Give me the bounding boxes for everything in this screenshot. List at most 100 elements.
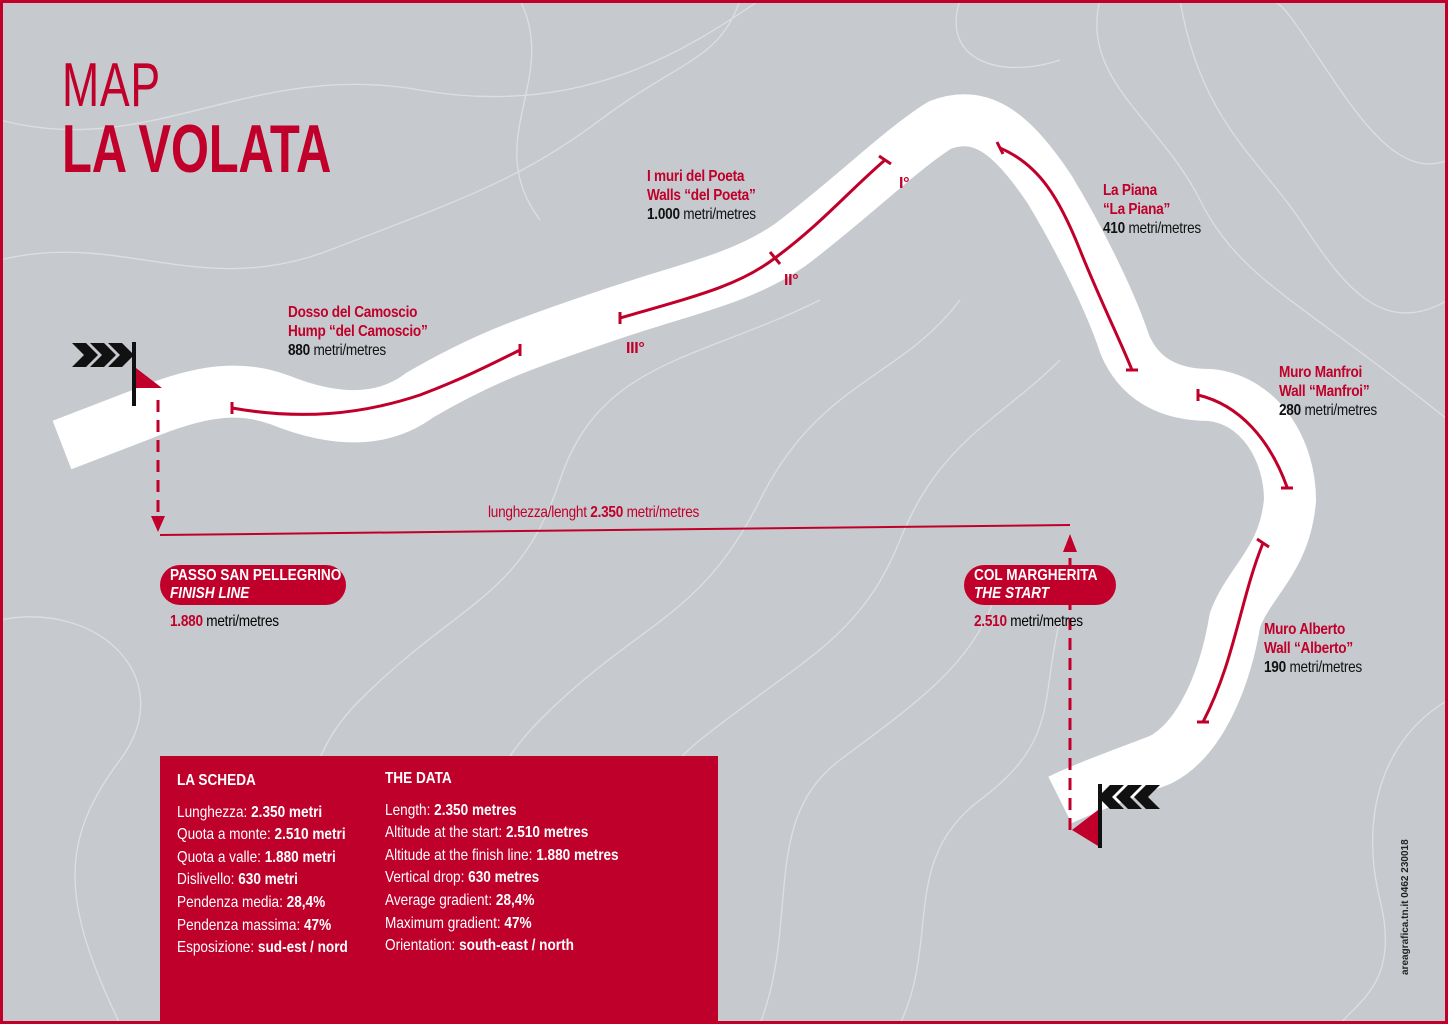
start-badge: COL MARGHERITA THE START [964,565,1116,605]
info-key: Lunghezza: [177,803,252,821]
info-key: Average gradient: [385,891,496,909]
segment-name-en: Wall “Manfroi” [1279,383,1370,400]
info-value: 47% [303,916,332,934]
info-key: Pendenza media: [177,893,287,911]
info-value: 630 metri [238,871,298,889]
info-row: Maximum gradient: 47% [385,913,619,936]
info-key: Vertical drop: [385,869,469,887]
total-length-label: lunghezza/lenght 2.350 metri/metres [488,503,699,522]
credit-text: areagrafica.tn.it 0462 230018 [1400,839,1411,975]
info-key: Maximum gradient: [385,914,505,932]
length-unit: metri/metres [623,504,700,521]
info-value: 2.510 metri [274,826,346,844]
length-label: lunghezza/lenght [488,504,591,521]
segment-markers [230,141,1293,724]
segment-label-dosso: Dosso del Camoscio Hump “del Camoscio” 8… [288,303,428,360]
finish-altitude-value: 1.880 [170,613,203,630]
info-value: sud-est / nord [257,939,348,957]
info-row: Pendenza massima: 47% [177,915,348,938]
finish-flag-icon [72,342,162,406]
segment-length: 1.000 [647,206,680,223]
info-key: Length: [385,801,435,819]
scheda-column: LA SCHEDA Lunghezza: 2.350 metri Quota a… [177,770,348,960]
finish-badge: PASSO SAN PELLEGRINO FINISH LINE [160,565,346,605]
info-key: Quota a valle: [177,848,265,866]
wall-marker-1: I° [899,175,910,192]
segment-name-it: Dosso del Camoscio [288,304,418,321]
info-key: Quota a monte: [177,826,275,844]
segment-name-it: Muro Alberto [1264,621,1346,638]
info-row: Dislivello: 630 metri [177,869,348,892]
segment-name-en: “La Piana” [1103,201,1170,218]
start-altitude-unit: metri/metres [1006,613,1083,630]
length-value: 2.350 [590,504,624,521]
info-value: 47% [504,914,532,932]
info-value: 1.880 metri [264,848,336,866]
segment-length: 190 [1264,659,1286,676]
data-column: THE DATA Length: 2.350 metres Altitude a… [385,768,619,958]
info-value: 28,4% [286,893,326,911]
start-altitude-value: 2.510 [974,613,1007,630]
segment-label-poeta: I muri del Poeta Walls “del Poeta” 1.000… [647,167,756,224]
segment-length: 280 [1279,402,1301,419]
segment-name-en: Walls “del Poeta” [647,187,756,204]
finish-altitude: 1.880 metri/metres [170,612,279,631]
segment-length: 410 [1103,220,1125,237]
finish-sub: FINISH LINE [170,585,250,602]
start-flag-icon [1072,784,1160,848]
info-row: Vertical drop: 630 metres [385,867,619,890]
info-value: 2.510 metres [505,824,589,842]
segment-name-en: Hump “del Camoscio” [288,323,428,340]
segment-alberto [1201,542,1265,723]
segment-unit: metri/metres [1124,220,1201,237]
info-key: Esposizione: [177,939,258,957]
finish-altitude-unit: metri/metres [202,613,279,630]
segment-name-it: La Piana [1103,182,1157,199]
info-key: Altitude at the start: [385,824,506,842]
wall-marker-3: III° [626,340,645,357]
data-heading: THE DATA [385,770,452,787]
segment-piana [999,146,1134,371]
info-panel: LA SCHEDA Lunghezza: 2.350 metri Quota a… [160,756,718,1024]
scheda-heading: LA SCHEDA [177,772,256,789]
info-key: Pendenza massima: [177,916,304,934]
finish-name: PASSO SAN PELLEGRINO [170,567,342,584]
segment-name-it: I muri del Poeta [647,168,745,185]
info-row: Length: 2.350 metres [385,800,619,823]
segment-dosso [231,348,521,416]
info-row: Quota a valle: 1.880 metri [177,847,348,870]
info-row: Altitude at the start: 2.510 metres [385,822,619,845]
start-sub: THE START [974,585,1050,602]
info-row: Average gradient: 28,4% [385,890,619,913]
segment-unit: metri/metres [1300,402,1377,419]
info-row: Pendenza media: 28,4% [177,892,348,915]
length-measure [151,400,1077,830]
info-value: 630 metres [468,869,540,887]
info-row: Esposizione: sud-est / nord [177,937,348,960]
segment-name-it: Muro Manfroi [1279,364,1363,381]
segment-length: 880 [288,342,310,359]
map-title-prefix: MAP [62,51,161,120]
info-row: Altitude at the finish line: 1.880 metre… [385,845,619,868]
info-value: 28,4% [495,891,535,909]
segment-unit: metri/metres [679,206,756,223]
segment-unit: metri/metres [309,342,386,359]
wall-marker-2: II° [784,272,799,289]
info-row: Quota a monte: 2.510 metri [177,824,348,847]
info-row: Orientation: south-east / north [385,935,619,958]
start-name: COL MARGHERITA [974,567,1098,584]
segment-label-piana: La Piana “La Piana” 410 metri/metres [1103,181,1201,238]
info-key: Altitude at the finish line: [385,846,537,864]
start-altitude: 2.510 metri/metres [974,612,1083,631]
info-key: Dislivello: [177,871,239,889]
segment-name-en: Wall “Alberto” [1264,640,1353,657]
info-row: Lunghezza: 2.350 metri [177,802,348,825]
info-value: 2.350 metri [251,803,323,821]
map-title: LA VOLATA [62,111,332,187]
info-key: Orientation: [385,937,460,955]
segment-manfroi [1197,393,1289,488]
segment-unit: metri/metres [1285,659,1362,676]
info-value: south-east / north [459,937,574,955]
segment-label-manfroi: Muro Manfroi Wall “Manfroi” 280 metri/me… [1279,363,1377,420]
